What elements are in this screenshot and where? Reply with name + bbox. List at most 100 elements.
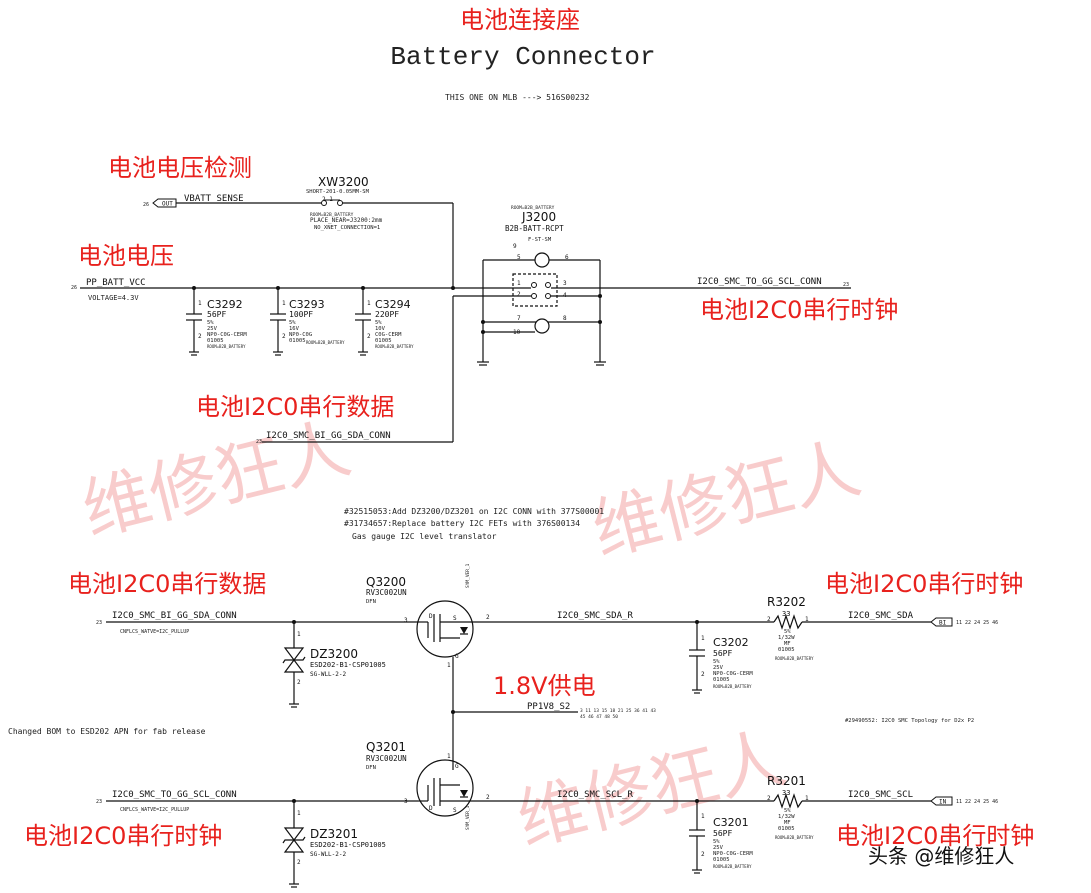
c3294-tol: 5% — [375, 320, 382, 326]
c3294-val: 220PF — [375, 310, 399, 319]
q3201-val: RV3C002UN — [366, 754, 407, 763]
sda-pages: 11 22 24 25 46 — [956, 620, 998, 626]
svg-text:2: 2 — [282, 333, 286, 340]
vbatt-sense-net: 26 OUT VBATT_SENSE — [143, 194, 454, 288]
vsense-page-ref: 26 — [143, 202, 149, 208]
c3293-pkg: 01005 — [289, 338, 306, 344]
svg-text:G: G — [455, 653, 459, 660]
svg-text:2: 2 — [297, 859, 301, 866]
svg-text:1: 1 — [701, 813, 705, 820]
r3202-ref: R3202 — [767, 595, 806, 609]
svg-text:1: 1 — [367, 300, 371, 307]
sda-label: I2C0_SMC_SDA — [848, 611, 914, 621]
sda-conn-page: 23 — [96, 620, 102, 626]
sda-conn-label: I2C0_SMC_BI_GG_SDA_CONN — [112, 611, 237, 621]
svg-text:2: 2 — [198, 333, 202, 340]
q3201-symbol — [416, 759, 493, 817]
r3201-symbol — [773, 793, 931, 809]
scl-conn-page: 23 — [96, 799, 102, 805]
q3200-val: RV3C002UN — [366, 588, 407, 597]
c3292-symbol — [186, 288, 202, 356]
svg-text:3: 3 — [404, 798, 408, 805]
c3201-val: 56PF — [713, 829, 732, 838]
bi-flag-sda — [930, 617, 953, 627]
svg-text:1: 1 — [805, 795, 809, 802]
bi-flag-label: BI — [939, 620, 947, 627]
svg-text:1: 1 — [198, 300, 202, 307]
r3202-symbol — [773, 614, 931, 630]
j3200-val: B2B-BATT-RCPT — [505, 224, 564, 233]
cnflcs-sda-label: CNFLCS_WATVE=I2C_PULLUP — [120, 629, 189, 635]
c3201-room: ROOM=B2B_BATTERY — [713, 864, 752, 869]
topo-note: #29490552: I2C0 SMC Topology for D2x P2 — [845, 718, 974, 724]
title-en: Battery Connector — [390, 42, 655, 72]
pp1v8-pages-2: 45 46 47 48 50 — [580, 714, 618, 720]
dz3201-ref: DZ3201 — [310, 827, 358, 841]
j3200-pin3: 3 — [563, 280, 567, 287]
c3294-symbol — [355, 288, 371, 356]
rev-note-1: #32515053:Add DZ3200/DZ3201 on I2C CONN … — [344, 507, 604, 516]
r3201-val: 33 — [782, 789, 790, 797]
c3292-val: 56PF — [207, 310, 226, 319]
c3202-ref: C3202 — [713, 636, 749, 649]
svg-text:D: D — [429, 613, 433, 620]
j3200-pin5: 5 — [517, 254, 521, 261]
svg-text:2: 2 — [767, 616, 771, 623]
q3200-symver: SYM_VER_1 — [465, 563, 471, 588]
c3202-volt: 25V — [713, 665, 724, 671]
q3201-ref: Q3201 — [366, 740, 406, 754]
svg-text:1: 1 — [805, 616, 809, 623]
sda-conn-top-page: 23 — [256, 439, 262, 445]
xw3200-room: ROOM=B2B_BATTERY — [310, 212, 354, 218]
dz3201-val: ESD202-B1-CSP01005 — [310, 841, 386, 849]
annot-scl-bottom-right: 电池I2C0串行时钟 — [836, 822, 1034, 850]
c3294-pkg: 01005 — [375, 338, 392, 344]
j3200-room: ROOM=B2B_BATTERY — [511, 205, 555, 211]
svg-text:1: 1 — [282, 300, 286, 307]
svg-text:2: 2 — [486, 794, 490, 801]
c3294-room: ROOM=B2B_BATTERY — [375, 344, 414, 349]
vbatt-sense-label: VBATT_SENSE — [184, 194, 244, 204]
annot-scl-top: 电池I2C0串行时钟 — [700, 296, 898, 324]
c3202-pkg: 01005 — [713, 677, 730, 683]
rev-note-3: Gas gauge I2C level translator — [352, 532, 497, 541]
svg-text:D: D — [429, 805, 433, 812]
c3201-volt: 25V — [713, 845, 724, 851]
annot-sda-mid: 电池I2C0串行数据 — [68, 570, 266, 598]
r3201-pkg: 01005 — [778, 826, 795, 832]
r3201-tol: 5% — [784, 808, 791, 814]
r3201-type: MF — [784, 820, 791, 826]
c3293-ref: C3293 — [289, 298, 325, 311]
c3201-tol: 5% — [713, 839, 720, 845]
bom-note: Changed BOM to ESD202 APN for fab releas… — [8, 727, 206, 736]
out-flag-label: OUT — [162, 201, 173, 208]
r3201-power: 1/32W — [778, 814, 795, 820]
j3200-symbol — [453, 252, 851, 366]
dz3200-ref: DZ3200 — [310, 647, 358, 661]
rev-note-2: #31734657:Replace battery I2C FETs with … — [344, 519, 580, 528]
annot-scl-bottom-left: 电池I2C0串行时钟 — [24, 822, 222, 850]
svg-text:S: S — [453, 807, 457, 814]
voltage-label: VOLTAGE=4.3V — [88, 294, 139, 302]
c3293-val: 100PF — [289, 310, 313, 319]
svg-text:2: 2 — [297, 679, 301, 686]
q3201-pkg: DFN — [366, 765, 376, 771]
xw3200-noxnet: NO_XNET_CONNECTION=1 — [314, 225, 380, 231]
c3292-diel: NP0-C0G-CERM — [207, 332, 247, 338]
dz3201-pkg: SG-WLL-2-2 — [310, 851, 347, 858]
r3202-room: ROOM=B2B_BATTERY — [775, 656, 814, 661]
j3200-pin8: 8 — [563, 315, 567, 322]
r3201-room: ROOM=B2B_BATTERY — [775, 835, 814, 840]
c3294-ref: C3294 — [375, 298, 411, 311]
c3202-tol: 5% — [713, 659, 720, 665]
j3200-pin1: 1 — [517, 280, 521, 287]
sda-conn-top-label: I2C0_SMC_BI_GG_SDA_CONN — [266, 431, 391, 441]
c3201-ref: C3201 — [713, 816, 749, 829]
r3202-type: MF — [784, 641, 791, 647]
c3293-tol: 5% — [289, 320, 296, 326]
annot-sda-top: 电池I2C0串行数据 — [196, 393, 394, 421]
svg-text:2: 2 — [701, 671, 705, 678]
c3202-symbol — [689, 622, 705, 694]
cnflcs-scl-label: CNFLCS_WATVE=I2C_PULLUP — [120, 807, 189, 813]
